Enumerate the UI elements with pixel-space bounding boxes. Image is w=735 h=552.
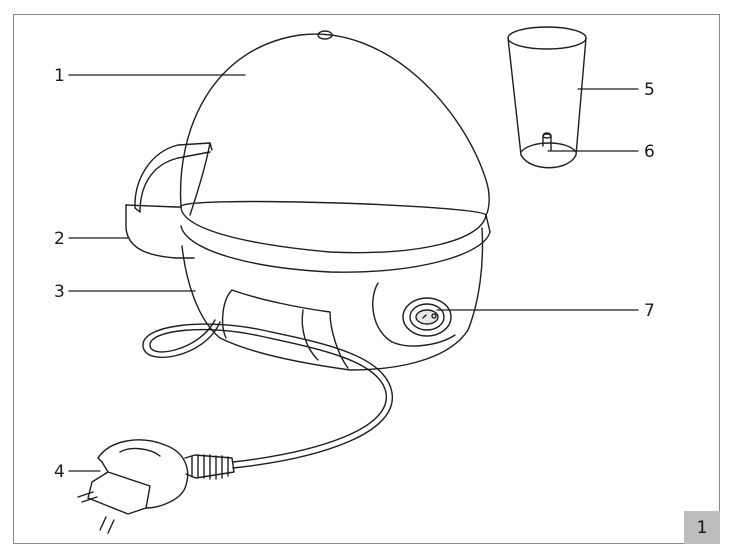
callout-4: 4	[54, 462, 65, 482]
base-body	[181, 227, 484, 371]
callout-6: 6	[644, 142, 655, 162]
callout-3: 3	[54, 282, 65, 302]
callout-2: 2	[54, 229, 65, 249]
figure-number-badge: 1	[684, 511, 720, 544]
lid-rim	[180, 206, 491, 273]
callout-7: 7	[644, 301, 655, 321]
power-cord	[142, 319, 393, 469]
measuring-cup	[507, 26, 587, 169]
callout-labels: 1 2 3 4 5 6 7	[54, 66, 655, 482]
handle	[125, 142, 213, 259]
dome-lid	[179, 30, 490, 216]
plug	[77, 439, 235, 534]
figure-frame	[13, 14, 720, 544]
leader-lines	[68, 74, 639, 472]
callout-1: 1	[54, 66, 65, 86]
callout-5: 5	[644, 80, 655, 100]
power-switch	[402, 297, 452, 337]
